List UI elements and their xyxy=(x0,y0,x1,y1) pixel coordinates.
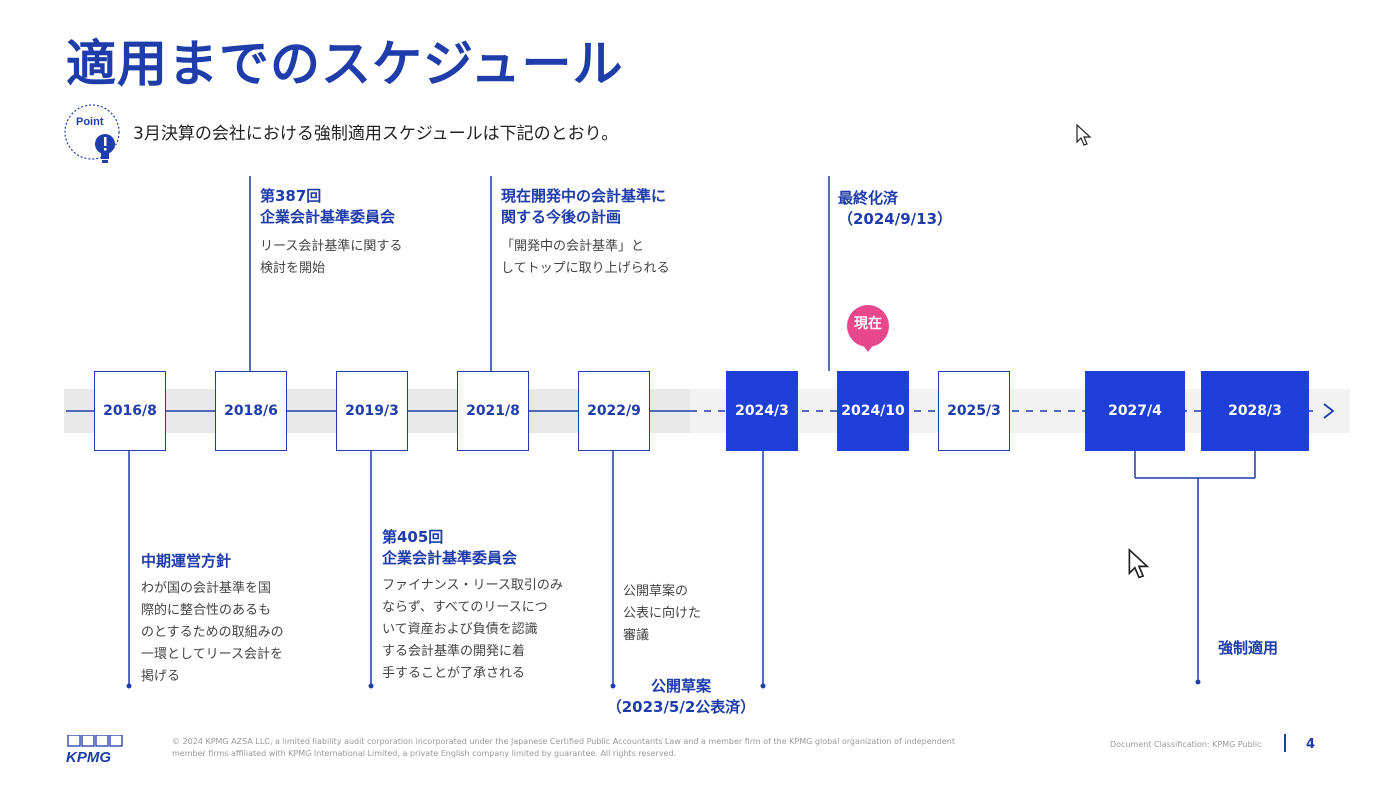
point-text: 3月決算の会社における強制適用スケジュールは下記のとおり。 xyxy=(133,124,619,144)
timeline-box-2021-8: 2021/8 xyxy=(457,371,529,451)
event-title: 公開草案 xyxy=(650,677,711,695)
lightbulb-icon: Point xyxy=(64,104,120,163)
event-mandatory-application: 強制適用 xyxy=(1218,638,1278,659)
mouse-cursor-icon xyxy=(1076,124,1092,146)
event-desc: 手することが了承される xyxy=(382,666,526,681)
event-desc: リース会計基準に関する xyxy=(260,239,403,254)
event-desc: 際的に整合性のあるも xyxy=(141,603,272,618)
event-desc: 審議 xyxy=(623,628,650,643)
event-2022-9-desc: 公開草案の 公表に向けた 審議 xyxy=(623,581,701,647)
event-desc: ファイナンス・リース取引のみ xyxy=(382,578,563,593)
event-title: （2023/5/2公表済） xyxy=(606,698,756,716)
timeline-box-2024-10: 2024/10 xyxy=(837,371,909,451)
arrow-right-icon xyxy=(1323,403,1335,419)
point-label: Point xyxy=(76,116,104,128)
timeline-box-2024-3: 2024/3 xyxy=(726,371,798,451)
timeline-box-2016-8: 2016/8 xyxy=(94,371,166,451)
event-desc: ならず、すべてのリースにつ xyxy=(382,600,548,615)
event-2018-6: 第387回 企業会計基準委員会 リース会計基準に関する 検討を開始 xyxy=(260,186,402,280)
event-title: 現在開発中の会計基準に xyxy=(501,187,667,205)
footer-divider xyxy=(1284,734,1286,752)
event-desc: 検討を開始 xyxy=(260,261,326,276)
timeline-box-2019-3: 2019/3 xyxy=(336,371,408,451)
event-desc: のとするための取組みの xyxy=(141,625,284,640)
page-title: 適用までのスケジュール xyxy=(66,35,624,93)
event-desc: わが国の会計基準を国 xyxy=(141,581,272,596)
event-desc: いて資産および負債を認識 xyxy=(382,622,538,637)
event-desc: 掲げる xyxy=(141,669,181,684)
page-number: 4 xyxy=(1306,737,1316,752)
event-desc: してトップに取り上げられる xyxy=(501,261,670,276)
copyright-line: member firms affiliated with KPMG Intern… xyxy=(172,749,677,758)
event-desc: 公開草案の xyxy=(623,584,689,599)
event-title: （2024/9/13） xyxy=(838,210,953,228)
document-classification: Document Classification: KPMG Public xyxy=(1110,740,1262,749)
now-badge-label: 現在 xyxy=(854,316,882,332)
timeline-box-2025-3: 2025/3 xyxy=(938,371,1010,451)
mouse-cursor-icon xyxy=(1128,548,1150,579)
svg-text:KPMG: KPMG xyxy=(66,749,111,765)
event-desc: 「開発中の会計基準」と xyxy=(501,239,645,254)
event-2016-8: 中期運営方針 わが国の会計基準を国 際的に整合性のあるも のとするための取組みの… xyxy=(141,551,284,688)
timeline-box-2028-3: 2028/3 xyxy=(1201,371,1309,451)
event-title: 第387回 xyxy=(260,187,322,205)
event-desc: 一環としてリース会計を xyxy=(141,647,283,662)
event-title: 最終化済 xyxy=(838,189,899,207)
event-title: 企業会計基準委員会 xyxy=(382,549,518,567)
event-title: 関する今後の計画 xyxy=(501,208,622,226)
copyright-line: © 2024 KPMG AZSA LLC, a limited liabilit… xyxy=(172,737,955,746)
timeline-box-2022-9: 2022/9 xyxy=(578,371,650,451)
event-2024-final: 最終化済 （2024/9/13） xyxy=(838,188,952,230)
event-title: 強制適用 xyxy=(1218,639,1279,657)
event-title: 第405回 xyxy=(382,528,444,546)
timeline-box-2027-4: 2027/4 xyxy=(1085,371,1185,451)
event-title: 企業会計基準委員会 xyxy=(260,208,396,226)
kpmg-logo: KPMG xyxy=(66,735,123,765)
event-exposure-draft: 公開草案 （2023/5/2公表済） xyxy=(596,676,766,718)
footer-copyright: © 2024 KPMG AZSA LLC, a limited liabilit… xyxy=(172,736,955,760)
event-desc: する会計基準の開発に着 xyxy=(382,644,526,659)
event-2019-3: 第405回 企業会計基準委員会 ファイナンス・リース取引のみ ならず、すべてのリ… xyxy=(382,527,563,685)
timeline-box-2018-6: 2018/6 xyxy=(215,371,287,451)
event-title: 中期運営方針 xyxy=(141,552,232,570)
event-desc: 公表に向けた xyxy=(623,606,702,621)
event-2021-8: 現在開発中の会計基準に 関する今後の計画 「開発中の会計基準」と してトップに取… xyxy=(501,186,670,280)
now-badge xyxy=(847,305,889,352)
